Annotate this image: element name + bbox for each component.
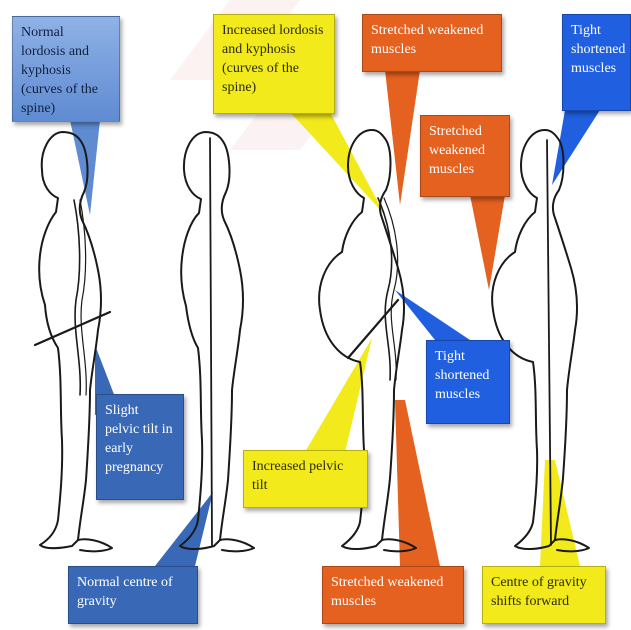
label-increased-curves: Increased lordosis and kyphosis (curves …: [222, 23, 323, 95]
label-increased-tilt: Increased pelvic tilt: [252, 459, 343, 493]
callout-increased-tilt: Increased pelvic tilt: [243, 450, 368, 508]
callout-stretched-mid: Stretched weakened muscles: [420, 115, 510, 197]
pointer-increased-curves: [290, 112, 385, 215]
callout-normal-gravity: Normal centre of gravity: [68, 566, 198, 624]
label-stretched-top: Stretched weakened muscles: [371, 23, 483, 57]
callout-increased-curves: Increased lordosis and kyphosis (curves …: [213, 14, 335, 114]
pointer-tight-top-right: [552, 110, 600, 185]
callout-tight-mid: Tight shortened muscles: [426, 340, 510, 424]
pointer-normal-gravity: [155, 492, 213, 566]
label-gravity-forward: Centre of gravity shifts forward: [491, 575, 587, 609]
label-tight-top-right: Tight shortened muscles: [571, 23, 625, 76]
label-stretched-mid: Stretched weakened muscles: [429, 124, 485, 177]
pointer-stretched-mid: [470, 195, 505, 290]
callout-slight-tilt: Slight pelvic tilt in early pregnancy: [96, 394, 184, 500]
callout-gravity-forward: Centre of gravity shifts forward: [482, 566, 606, 624]
label-slight-tilt: Slight pelvic tilt in early pregnancy: [105, 403, 173, 475]
label-normal-curves: Normal lordosis and kyphosis (curves of …: [21, 25, 98, 116]
callout-stretched-top: Stretched weakened muscles: [362, 14, 502, 72]
pointer-stretched-top: [385, 70, 420, 205]
callout-stretched-bottom: Stretched weakened muscles: [322, 566, 464, 624]
pointer-tight-mid: [395, 290, 470, 340]
label-normal-gravity: Normal centre of gravity: [77, 575, 173, 609]
callout-tight-top-right: Tight shortened muscles: [562, 14, 631, 111]
label-stretched-bottom: Stretched weakened muscles: [331, 575, 443, 609]
label-tight-mid: Tight shortened muscles: [435, 349, 489, 402]
callout-normal-curves: Normal lordosis and kyphosis (curves of …: [12, 16, 120, 122]
